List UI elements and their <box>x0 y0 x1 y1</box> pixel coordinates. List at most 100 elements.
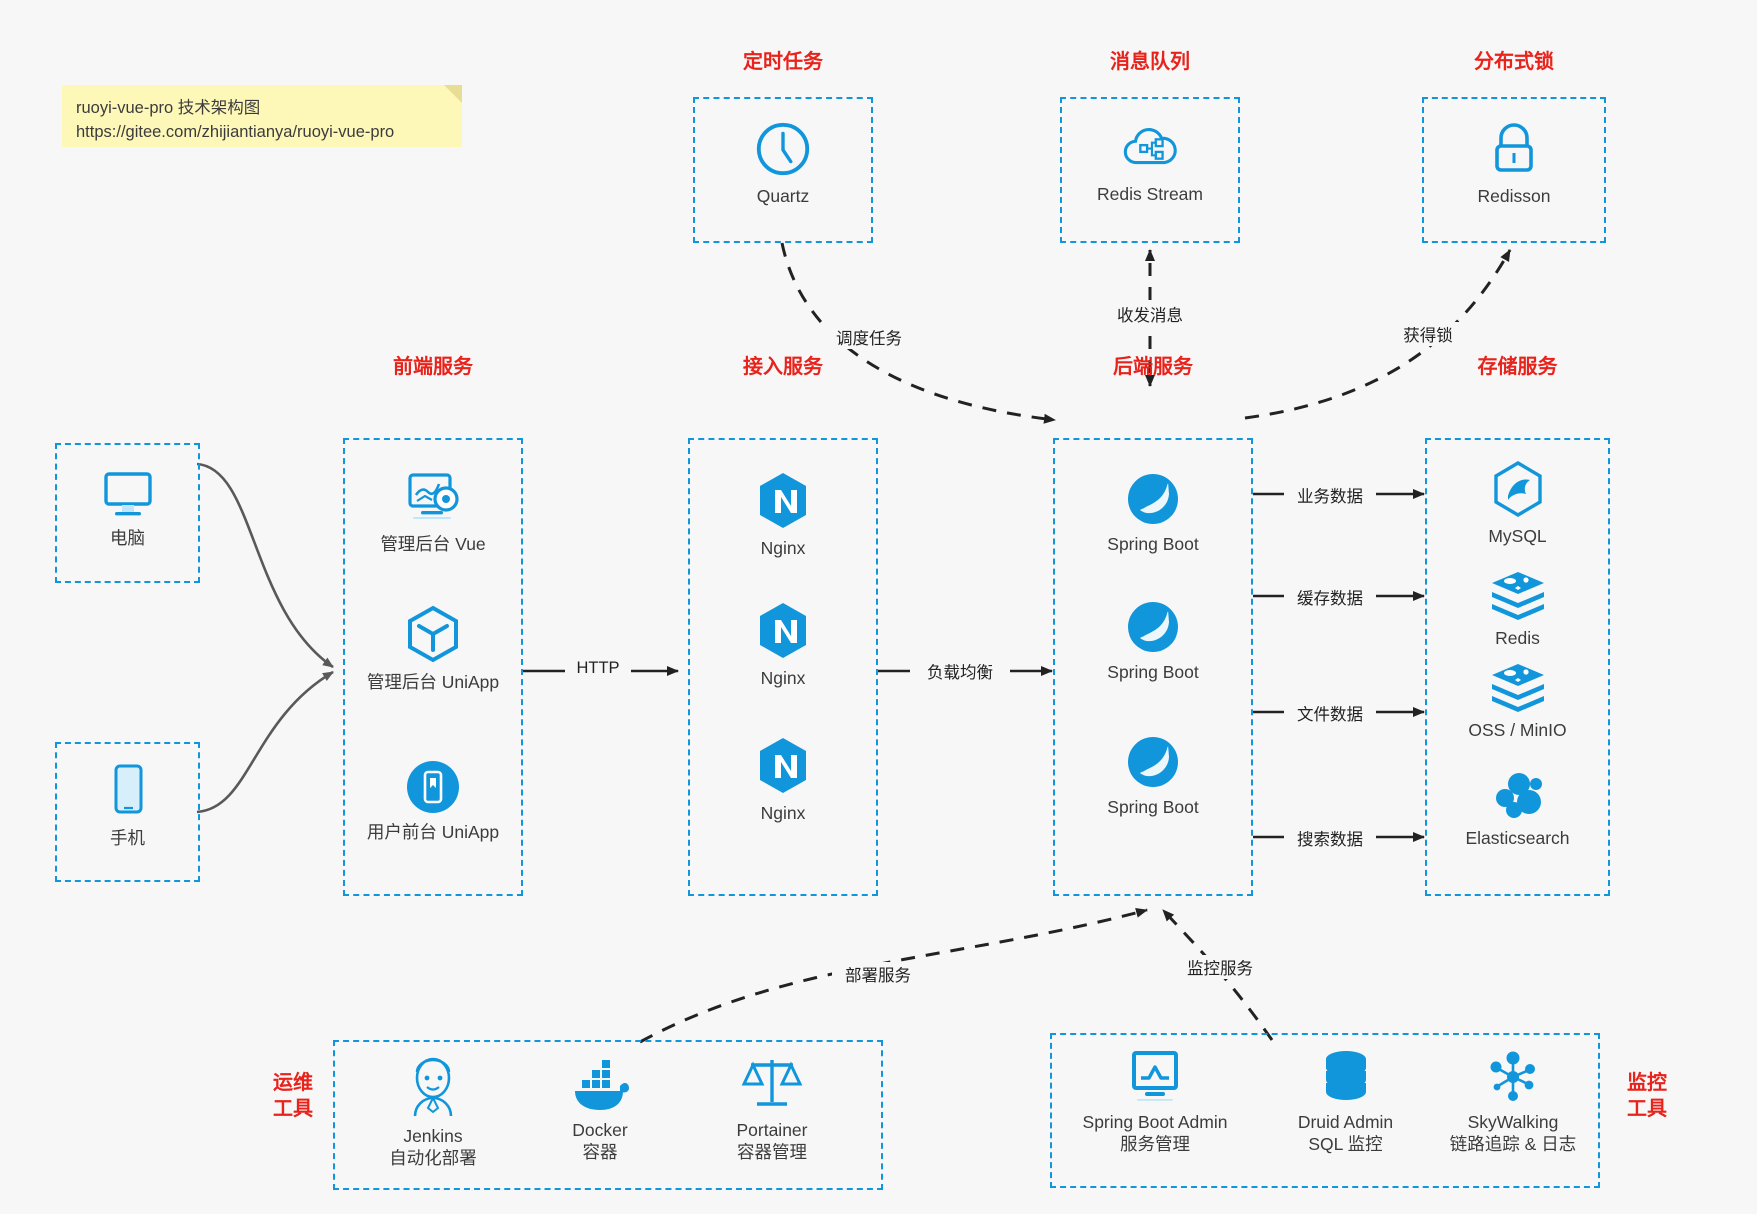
node-springboot-3[interactable]: Spring Boot <box>1058 733 1248 818</box>
group-frontend <box>343 438 523 896</box>
group-title-scheduler: 定时任务 <box>743 51 823 73</box>
group-title-monitor-line2: 工具 <box>1627 1098 1667 1120</box>
node-portainer[interactable]: Portainer 容器管理 <box>682 1052 862 1163</box>
node-redis-stream[interactable]: Redis Stream <box>1070 120 1230 205</box>
node-label: Portainer <box>736 1120 808 1140</box>
edge-label-cache-data: 缓存数据 <box>1284 585 1376 609</box>
node-label: Spring Boot <box>1107 534 1199 554</box>
note-url: https://gitee.com/zhijiantianya/ruoyi-vu… <box>76 123 395 141</box>
node-label: Redis Stream <box>1096 184 1203 204</box>
edge-label-file-data: 文件数据 <box>1284 701 1376 725</box>
nginx-icon <box>760 603 806 658</box>
node-label: Nginx <box>760 668 806 688</box>
node-label: MySQL <box>1488 526 1547 546</box>
node-admin-vue[interactable]: 管理后台 Vue <box>348 470 518 555</box>
node-label: Redisson <box>1477 186 1551 206</box>
nginx-icon <box>760 473 806 528</box>
node-redisson[interactable]: Redisson <box>1432 118 1596 207</box>
node-label: SkyWalking <box>1467 1112 1559 1132</box>
node-elasticsearch[interactable]: Elasticsearch <box>1430 768 1605 849</box>
node-label: 电脑 <box>110 528 145 548</box>
node-label: Quartz <box>756 186 810 206</box>
elasticsearch-icon <box>1495 773 1542 818</box>
balance-scale-icon <box>741 1060 803 1106</box>
node-user-uniapp[interactable]: 用户前台 UniApp <box>348 758 518 843</box>
spring-leaf-icon <box>1128 737 1178 787</box>
node-mobile[interactable]: 手机 <box>60 762 195 849</box>
edge-label-http: HTTP <box>565 659 631 678</box>
group-scheduler <box>693 97 873 243</box>
node-quartz[interactable]: Quartz <box>703 118 863 207</box>
desktop-monitor-icon <box>103 472 152 516</box>
node-nginx-3[interactable]: Nginx <box>693 735 873 824</box>
mysql-dolphin-icon <box>1493 461 1542 517</box>
node-label: 用户前台 UniApp <box>366 822 500 842</box>
node-label: Redis <box>1495 628 1540 648</box>
spring-leaf-icon <box>1128 602 1178 652</box>
node-label: Jenkins <box>403 1126 463 1146</box>
node-druid-admin[interactable]: Druid Admin SQL 监控 <box>1258 1048 1433 1155</box>
cube-icon <box>408 605 458 663</box>
node-label: Spring Boot <box>1107 662 1199 682</box>
group-gateway <box>688 438 878 896</box>
spring-leaf-icon <box>1128 474 1178 524</box>
node-nginx-1[interactable]: Nginx <box>693 470 873 559</box>
node-sublabel: SQL 监控 <box>1308 1134 1383 1154</box>
node-label: Docker <box>572 1120 628 1140</box>
node-docker[interactable]: Docker 容器 <box>515 1058 685 1163</box>
node-graph-icon <box>1490 1051 1535 1101</box>
group-title-gateway: 接入服务 <box>743 356 823 378</box>
database-cylinder-icon <box>1325 1051 1366 1100</box>
node-label: Nginx <box>760 538 806 558</box>
node-spring-boot-admin[interactable]: Spring Boot Admin 服务管理 <box>1060 1048 1250 1155</box>
mobile-app-icon <box>407 761 459 813</box>
group-title-backend: 后端服务 <box>1113 356 1193 378</box>
node-label: Spring Boot Admin <box>1082 1112 1228 1132</box>
group-title-devops-line2: 工具 <box>273 1098 313 1120</box>
monitor-chart-icon <box>1132 1051 1178 1101</box>
jenkins-butler-icon <box>413 1057 453 1117</box>
edge-label-search-data: 搜索数据 <box>1284 826 1376 850</box>
group-title-monitor: 监控 工具 <box>1612 1070 1682 1122</box>
node-skywalking[interactable]: SkyWalking 链路追踪 & 日志 <box>1418 1048 1608 1155</box>
node-nginx-2[interactable]: Nginx <box>693 600 873 689</box>
node-label: OSS / MinIO <box>1468 720 1567 740</box>
storage-stack-icon <box>1491 664 1544 712</box>
node-oss-minio[interactable]: OSS / MinIO <box>1430 662 1605 741</box>
node-sublabel: 链路追踪 & 日志 <box>1449 1134 1577 1154</box>
note-title: ruoyi-vue-pro 技术架构图 <box>76 99 261 117</box>
mobile-phone-icon <box>114 764 142 814</box>
edge-label-deploy-service: 部署服务 <box>832 962 924 986</box>
node-desktop[interactable]: 电脑 <box>60 468 195 549</box>
edge-label-send-receive-message: 收发消息 <box>1100 302 1200 326</box>
group-client-mobile <box>55 742 200 882</box>
clock-icon <box>756 122 810 176</box>
cloud-network-icon <box>1123 128 1177 165</box>
edge-label-acquire-lock: 获得锁 <box>1385 322 1471 346</box>
node-sublabel: 容器 <box>582 1142 618 1162</box>
group-title-monitor-line1: 监控 <box>1627 1072 1667 1094</box>
node-jenkins[interactable]: Jenkins 自动化部署 <box>348 1052 518 1169</box>
node-sublabel: 自动化部署 <box>389 1148 477 1168</box>
note-fold-corner <box>444 85 462 103</box>
edge-label-load-balance: 负载均衡 <box>910 659 1010 683</box>
group-title-frontend: 前端服务 <box>393 356 473 378</box>
node-label: Elasticsearch <box>1465 828 1570 848</box>
node-label: Druid Admin <box>1297 1112 1394 1132</box>
dashboard-gear-icon <box>408 473 459 519</box>
node-springboot-2[interactable]: Spring Boot <box>1058 598 1248 683</box>
node-label: Spring Boot <box>1107 797 1199 817</box>
node-redis[interactable]: Redis <box>1430 570 1605 649</box>
node-springboot-1[interactable]: Spring Boot <box>1058 470 1248 555</box>
group-title-devops-line1: 运维 <box>273 1072 313 1094</box>
redis-stack-icon <box>1491 572 1544 620</box>
nginx-icon <box>760 738 806 793</box>
node-label: 手机 <box>110 828 145 848</box>
node-admin-uniapp[interactable]: 管理后台 UniApp <box>348 604 518 693</box>
group-title-devops: 运维 工具 <box>258 1070 328 1122</box>
diagram-note: ruoyi-vue-pro 技术架构图 https://gitee.com/zh… <box>62 85 462 147</box>
node-mysql[interactable]: MySQL <box>1430 460 1605 547</box>
edge-label-monitor-service: 监控服务 <box>1174 955 1266 979</box>
group-storage <box>1425 438 1610 896</box>
